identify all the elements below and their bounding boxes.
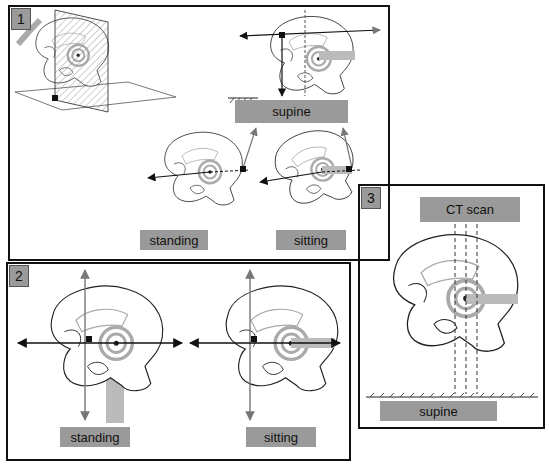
label-text: standing — [70, 430, 119, 445]
label-text: standing — [149, 233, 198, 248]
label-text: supine — [272, 104, 310, 119]
panel-number: 2 — [9, 265, 29, 287]
panel-number: 1 — [11, 8, 31, 30]
panel-number: 3 — [361, 187, 381, 209]
position-label: sitting — [246, 427, 316, 447]
position-label: supine — [380, 401, 497, 421]
position-label: standing — [140, 230, 208, 250]
label-text: CT scan — [446, 202, 494, 217]
figure-panel: 3 CT scan supine — [358, 184, 545, 429]
label-text: sitting — [264, 430, 298, 445]
position-label: sitting — [276, 230, 346, 250]
label-text: sitting — [294, 233, 328, 248]
position-label: CT scan — [420, 197, 520, 222]
position-label: supine — [235, 100, 348, 123]
label-text: supine — [419, 404, 457, 419]
figure-panel: 1 supine standing sitting — [8, 5, 390, 261]
figure-panel: 2 standing sitting — [6, 262, 351, 461]
position-label: standing — [60, 427, 130, 447]
